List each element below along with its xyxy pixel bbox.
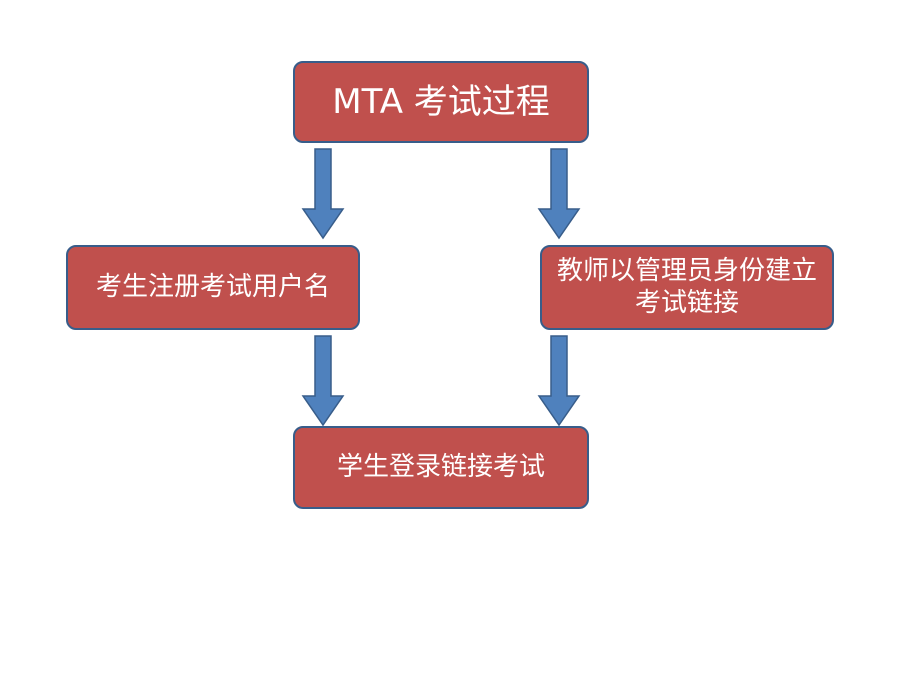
- node-mta-exam-process: MTA 考试过程: [293, 61, 589, 143]
- node-right-label: 教师以管理员身份建立考试链接: [556, 256, 817, 318]
- node-bottom-label: 学生登录链接考试: [336, 451, 545, 482]
- node-left-label: 考生注册考试用户名: [95, 271, 330, 302]
- arrow-right-to-bottom: [537, 335, 581, 427]
- node-student-login-exam: 学生登录链接考试: [293, 426, 589, 509]
- node-top-label: MTA 考试过程: [332, 81, 550, 122]
- node-teacher-create-link: 教师以管理员身份建立考试链接: [540, 245, 834, 330]
- node-register-username: 考生注册考试用户名: [66, 245, 360, 330]
- arrow-left-to-bottom: [301, 335, 345, 427]
- arrow-top-to-left: [301, 148, 345, 240]
- arrow-top-to-right: [537, 148, 581, 240]
